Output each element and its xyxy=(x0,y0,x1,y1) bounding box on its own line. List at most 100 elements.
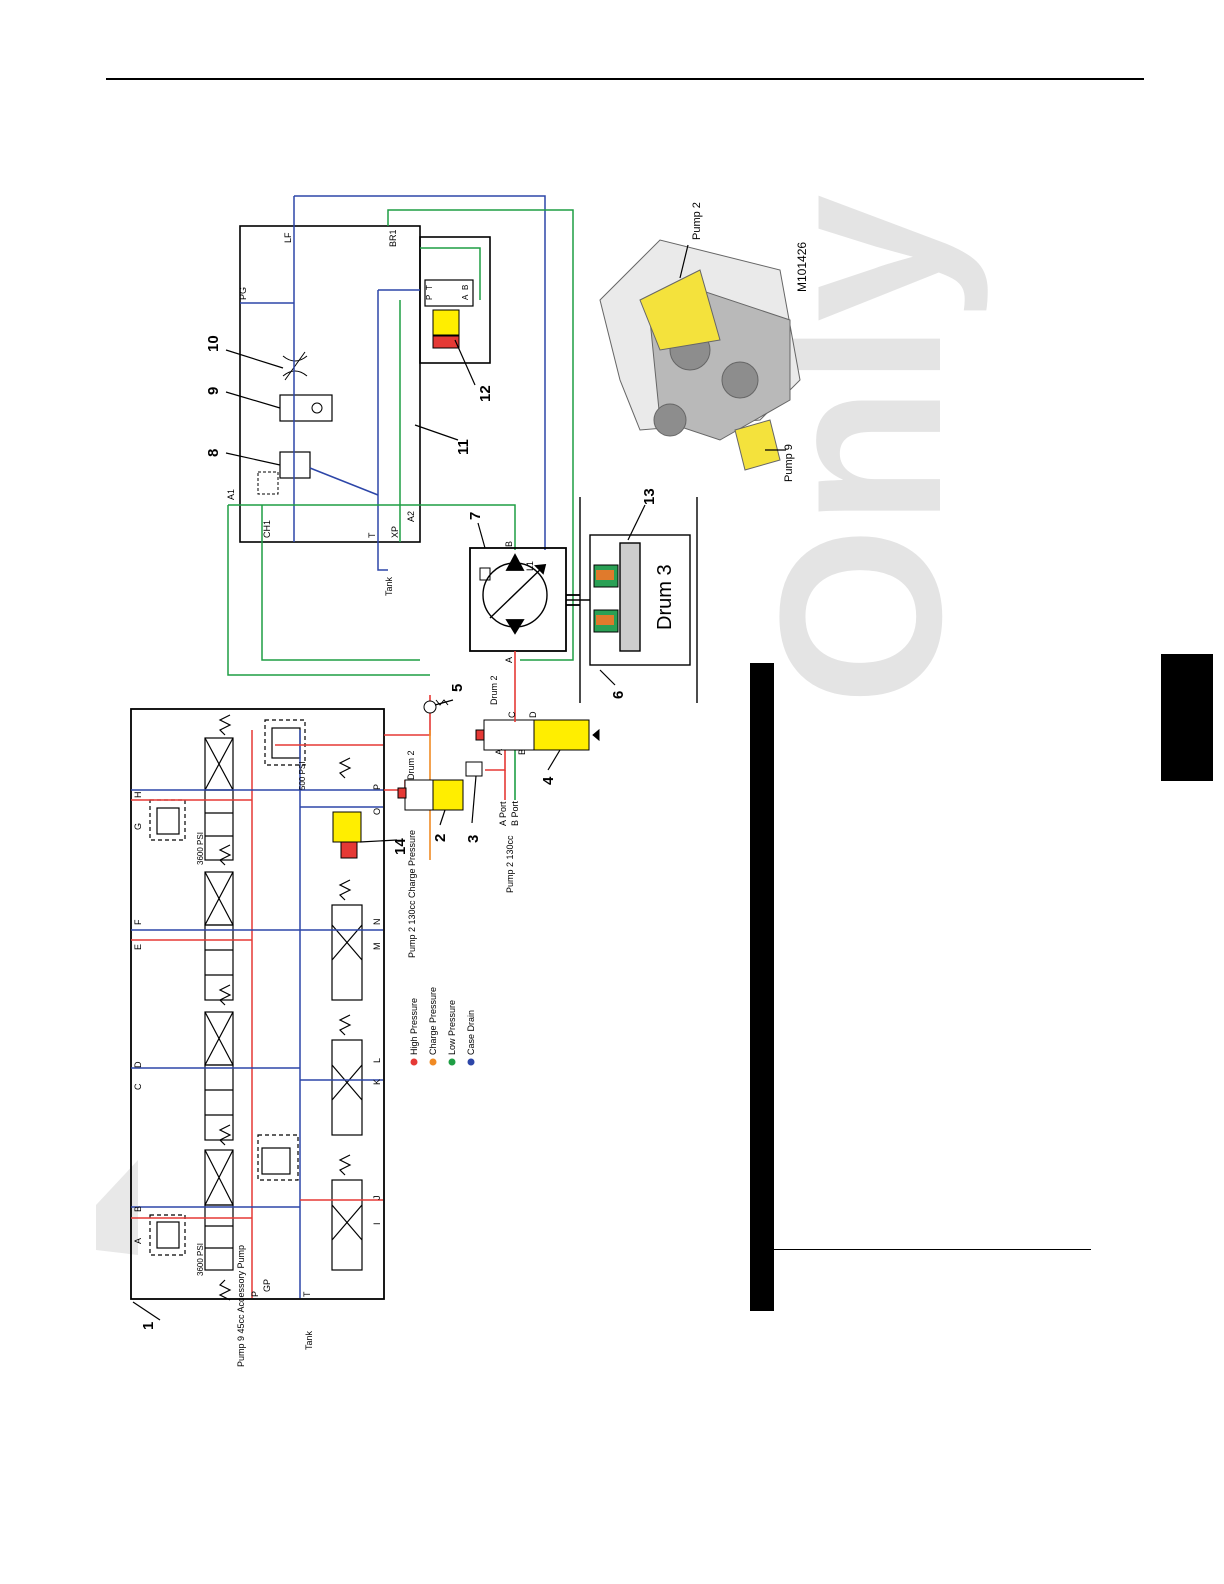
caption-bar xyxy=(750,663,774,1311)
spool-section-cd xyxy=(204,1011,234,1141)
relief-setting-2: 3600 PSI xyxy=(196,832,205,865)
port-d: D xyxy=(133,1061,143,1068)
port-t-12: T xyxy=(425,285,434,290)
legend-low-pressure: Low Pressure xyxy=(447,1000,457,1055)
callout-10: 10 xyxy=(205,335,222,352)
label-b-port: B Port xyxy=(510,800,520,826)
legend-case-drain: Case Drain xyxy=(466,1010,476,1055)
port-a-12: A xyxy=(461,294,470,300)
port-k: K xyxy=(372,1079,382,1085)
port-n: N xyxy=(372,919,382,926)
port-t-block: T xyxy=(367,532,377,538)
port-p-out: P xyxy=(372,784,382,790)
spool-section-ef xyxy=(204,871,234,1001)
callout-9: 9 xyxy=(205,387,222,395)
callout-14: 14 xyxy=(392,838,409,855)
port-gp: GP xyxy=(262,1279,272,1292)
hoist-motor-7 xyxy=(469,547,580,652)
label-pump2-charge: Pump 2 130cc Charge Pressure xyxy=(407,830,417,958)
relief-setting-3: 500 PSI xyxy=(298,762,307,790)
port-p-12: P xyxy=(425,295,434,300)
check-valve-5 xyxy=(423,700,437,714)
control-valve-assembly xyxy=(130,708,385,1301)
label-drum2-a: Drum 2 xyxy=(406,750,416,780)
port-b: B xyxy=(133,1206,143,1212)
callout-8: 8 xyxy=(205,449,222,457)
label-a-port: A Port xyxy=(498,801,508,826)
relief-setting-1: 3600 PSI xyxy=(196,1243,205,1276)
port-o: O xyxy=(372,808,382,815)
motor-block-lines xyxy=(227,195,574,676)
motor-port-a: A xyxy=(504,657,514,663)
callout-1: 1 xyxy=(140,1322,157,1330)
label-drum2-b: Drum 2 xyxy=(489,675,499,705)
port-m: M xyxy=(372,943,382,951)
caption-rule xyxy=(774,1249,1091,1250)
legend-dots xyxy=(410,1058,475,1066)
port-i: I xyxy=(372,1222,382,1225)
port-e: E xyxy=(133,944,143,950)
solenoid-12-coil xyxy=(432,335,460,349)
drum-port-b: B xyxy=(517,749,527,755)
section-tab xyxy=(1161,654,1213,781)
port-f: F xyxy=(133,919,143,925)
solenoid-14 xyxy=(332,811,362,843)
motor-control-block xyxy=(239,225,491,543)
callout-11: 11 xyxy=(455,439,472,455)
port-pg: PG xyxy=(238,287,248,300)
valve-internal-lines xyxy=(131,730,383,1298)
pump-assembly-photo xyxy=(599,239,801,471)
callout-5: 5 xyxy=(449,684,466,692)
label-pump2-photo: Pump 2 xyxy=(691,202,703,240)
port-p-in: P xyxy=(250,1291,260,1297)
port-t: T xyxy=(302,1291,312,1297)
port-ch1: CH1 xyxy=(262,520,272,538)
label-tank-valve: Tank xyxy=(304,1330,314,1350)
legend-high-pressure: High Pressure xyxy=(409,998,419,1055)
drum-valve-4 xyxy=(475,719,600,751)
motor-port-l1: L1 xyxy=(525,561,535,571)
callout-13: 13 xyxy=(641,488,658,505)
solenoid-14-coil xyxy=(340,841,358,859)
callout-12: 12 xyxy=(477,385,494,402)
figure-id: M101426 xyxy=(795,242,809,292)
callout-6: 6 xyxy=(610,691,627,699)
port-lf: LF xyxy=(283,232,293,243)
drum-port-c: C xyxy=(507,711,517,718)
callout-leaders xyxy=(132,244,786,1321)
port-h: H xyxy=(133,792,143,799)
drum-3 xyxy=(566,497,698,703)
port-a2: A2 xyxy=(406,511,416,522)
solenoid-12 xyxy=(432,309,460,336)
label-pump9-photo: Pump 9 xyxy=(783,444,795,482)
legend-charge-pressure: Charge Pressure xyxy=(428,987,438,1055)
port-br1: BR1 xyxy=(388,229,398,247)
drum-brake-13 xyxy=(593,564,619,633)
header-rule xyxy=(106,78,1144,80)
port-l: L xyxy=(372,1058,382,1063)
spool-section-ab xyxy=(204,1149,234,1271)
drum-port-d: D xyxy=(528,711,538,718)
port-j: J xyxy=(372,1196,382,1201)
port-b-12: B xyxy=(461,285,470,290)
callout-7: 7 xyxy=(467,512,484,520)
callout-4: 4 xyxy=(540,776,557,785)
port-a1: A1 xyxy=(226,489,236,500)
port-c: C xyxy=(133,1083,143,1090)
callout-2: 2 xyxy=(432,834,449,842)
callout-3: 3 xyxy=(465,835,482,843)
label-drum3: Drum 3 xyxy=(654,564,676,630)
label-tank-block: Tank xyxy=(384,576,394,596)
watermark-fragment xyxy=(96,1160,138,1255)
port-xp: XP xyxy=(390,526,400,538)
pressure-switch-3 xyxy=(465,761,483,777)
brake-valve-2 xyxy=(397,779,464,811)
label-pump2-130cc: Pump 2 130cc xyxy=(505,835,515,893)
drum-port-a: A xyxy=(494,749,504,755)
motor-port-b: B xyxy=(504,541,514,547)
label-pump9: Pump 9 45cc Accessory Pump xyxy=(236,1245,246,1367)
port-a: A xyxy=(133,1238,143,1244)
